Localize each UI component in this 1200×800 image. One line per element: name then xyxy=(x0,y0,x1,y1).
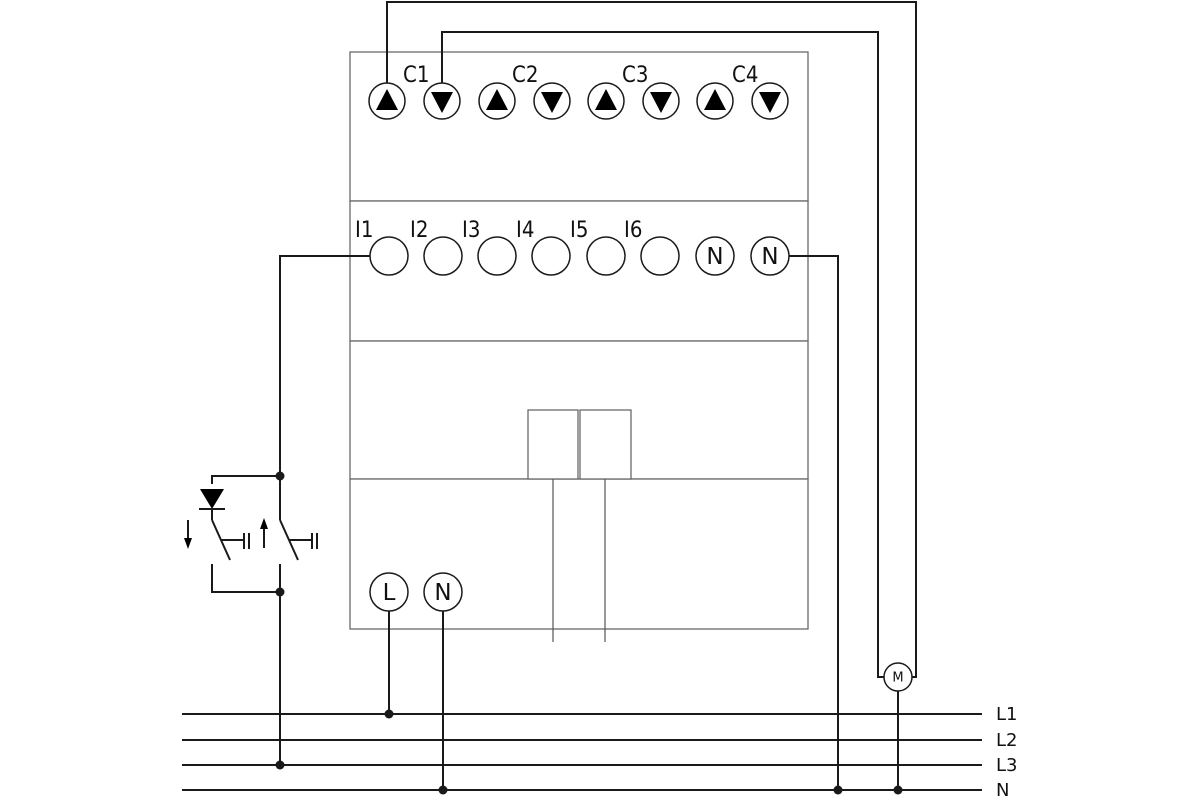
c1-up-terminal xyxy=(368,82,406,120)
bus-label-l3: L3 xyxy=(996,755,1017,776)
bus-connector-left xyxy=(527,409,579,480)
device-housing xyxy=(349,51,809,642)
junction-dot xyxy=(384,709,394,719)
i5-terminal xyxy=(586,236,626,276)
c2-up-terminal xyxy=(478,82,516,120)
down-arrow-icon xyxy=(650,92,672,113)
down-direction-arrow-icon xyxy=(184,520,192,549)
up-arrow-icon xyxy=(376,89,398,110)
c1-down-terminal xyxy=(423,82,461,120)
i3-terminal xyxy=(477,236,517,276)
output-terminals xyxy=(368,82,789,120)
output-label-c1: C1 xyxy=(403,63,429,88)
junction-dot xyxy=(893,785,903,795)
led-diode-icon xyxy=(199,489,225,520)
input-section xyxy=(349,200,809,342)
supply-l-label: L xyxy=(383,580,396,606)
input-label-i5: I5 xyxy=(570,218,588,243)
input-n-terminal-1 xyxy=(695,236,735,276)
output-label-c2: C2 xyxy=(512,63,538,88)
input-terminals: N N xyxy=(369,236,790,276)
input-neutral-wire xyxy=(789,255,839,790)
input-n-label-2: N xyxy=(761,244,778,270)
output-label-c4: C4 xyxy=(732,63,758,88)
up-direction-arrow-icon xyxy=(260,518,268,548)
c4-up-terminal xyxy=(696,82,734,120)
bus-connector-right xyxy=(579,409,632,480)
i4-terminal xyxy=(531,236,571,276)
bus-label-n: N xyxy=(996,780,1009,800)
up-pushbutton-icon xyxy=(279,476,318,592)
middle-section xyxy=(349,340,809,480)
up-arrow-icon xyxy=(486,89,508,110)
junction-dot xyxy=(833,785,843,795)
up-arrow-icon xyxy=(704,89,726,110)
output-label-c3: C3 xyxy=(622,63,648,88)
down-arrow-icon xyxy=(759,92,781,113)
input-label-i1: I1 xyxy=(355,218,373,243)
i2-terminal xyxy=(423,236,463,276)
power-bus xyxy=(182,709,982,795)
i1-wire xyxy=(279,255,370,476)
c3-down-terminal xyxy=(642,82,680,120)
led-branch-top xyxy=(211,475,280,484)
down-pushbutton-icon xyxy=(211,519,250,561)
junction-dot xyxy=(275,760,285,770)
supply-terminals: L N xyxy=(369,572,463,612)
up-arrow-icon xyxy=(595,89,617,110)
supply-n-label: N xyxy=(434,580,451,606)
input-n-label-1: N xyxy=(706,244,723,270)
down-arrow-icon xyxy=(431,92,453,113)
input-label-i4: I4 xyxy=(516,218,534,243)
push-button-circuit xyxy=(184,255,370,765)
input-label-i2: I2 xyxy=(410,218,428,243)
down-arrow-icon xyxy=(541,92,563,113)
junction-dot xyxy=(438,785,448,795)
i6-terminal xyxy=(640,236,680,276)
c3-up-terminal xyxy=(587,82,625,120)
bus-label-l2: L2 xyxy=(996,730,1017,751)
motor-wiring: M xyxy=(386,1,917,790)
motor-down-wire xyxy=(441,31,884,678)
motor-label: M xyxy=(892,671,903,686)
c2-down-terminal xyxy=(533,82,571,120)
input-label-i6: I6 xyxy=(624,218,642,243)
c4-down-terminal xyxy=(751,82,789,120)
i1-terminal xyxy=(369,236,409,276)
led-branch-bottom xyxy=(211,564,280,593)
bus-label-l1: L1 xyxy=(996,704,1017,725)
input-label-i3: I3 xyxy=(462,218,480,243)
supply-section xyxy=(349,478,809,630)
motor-up-wire xyxy=(386,1,917,678)
output-section xyxy=(349,51,809,202)
